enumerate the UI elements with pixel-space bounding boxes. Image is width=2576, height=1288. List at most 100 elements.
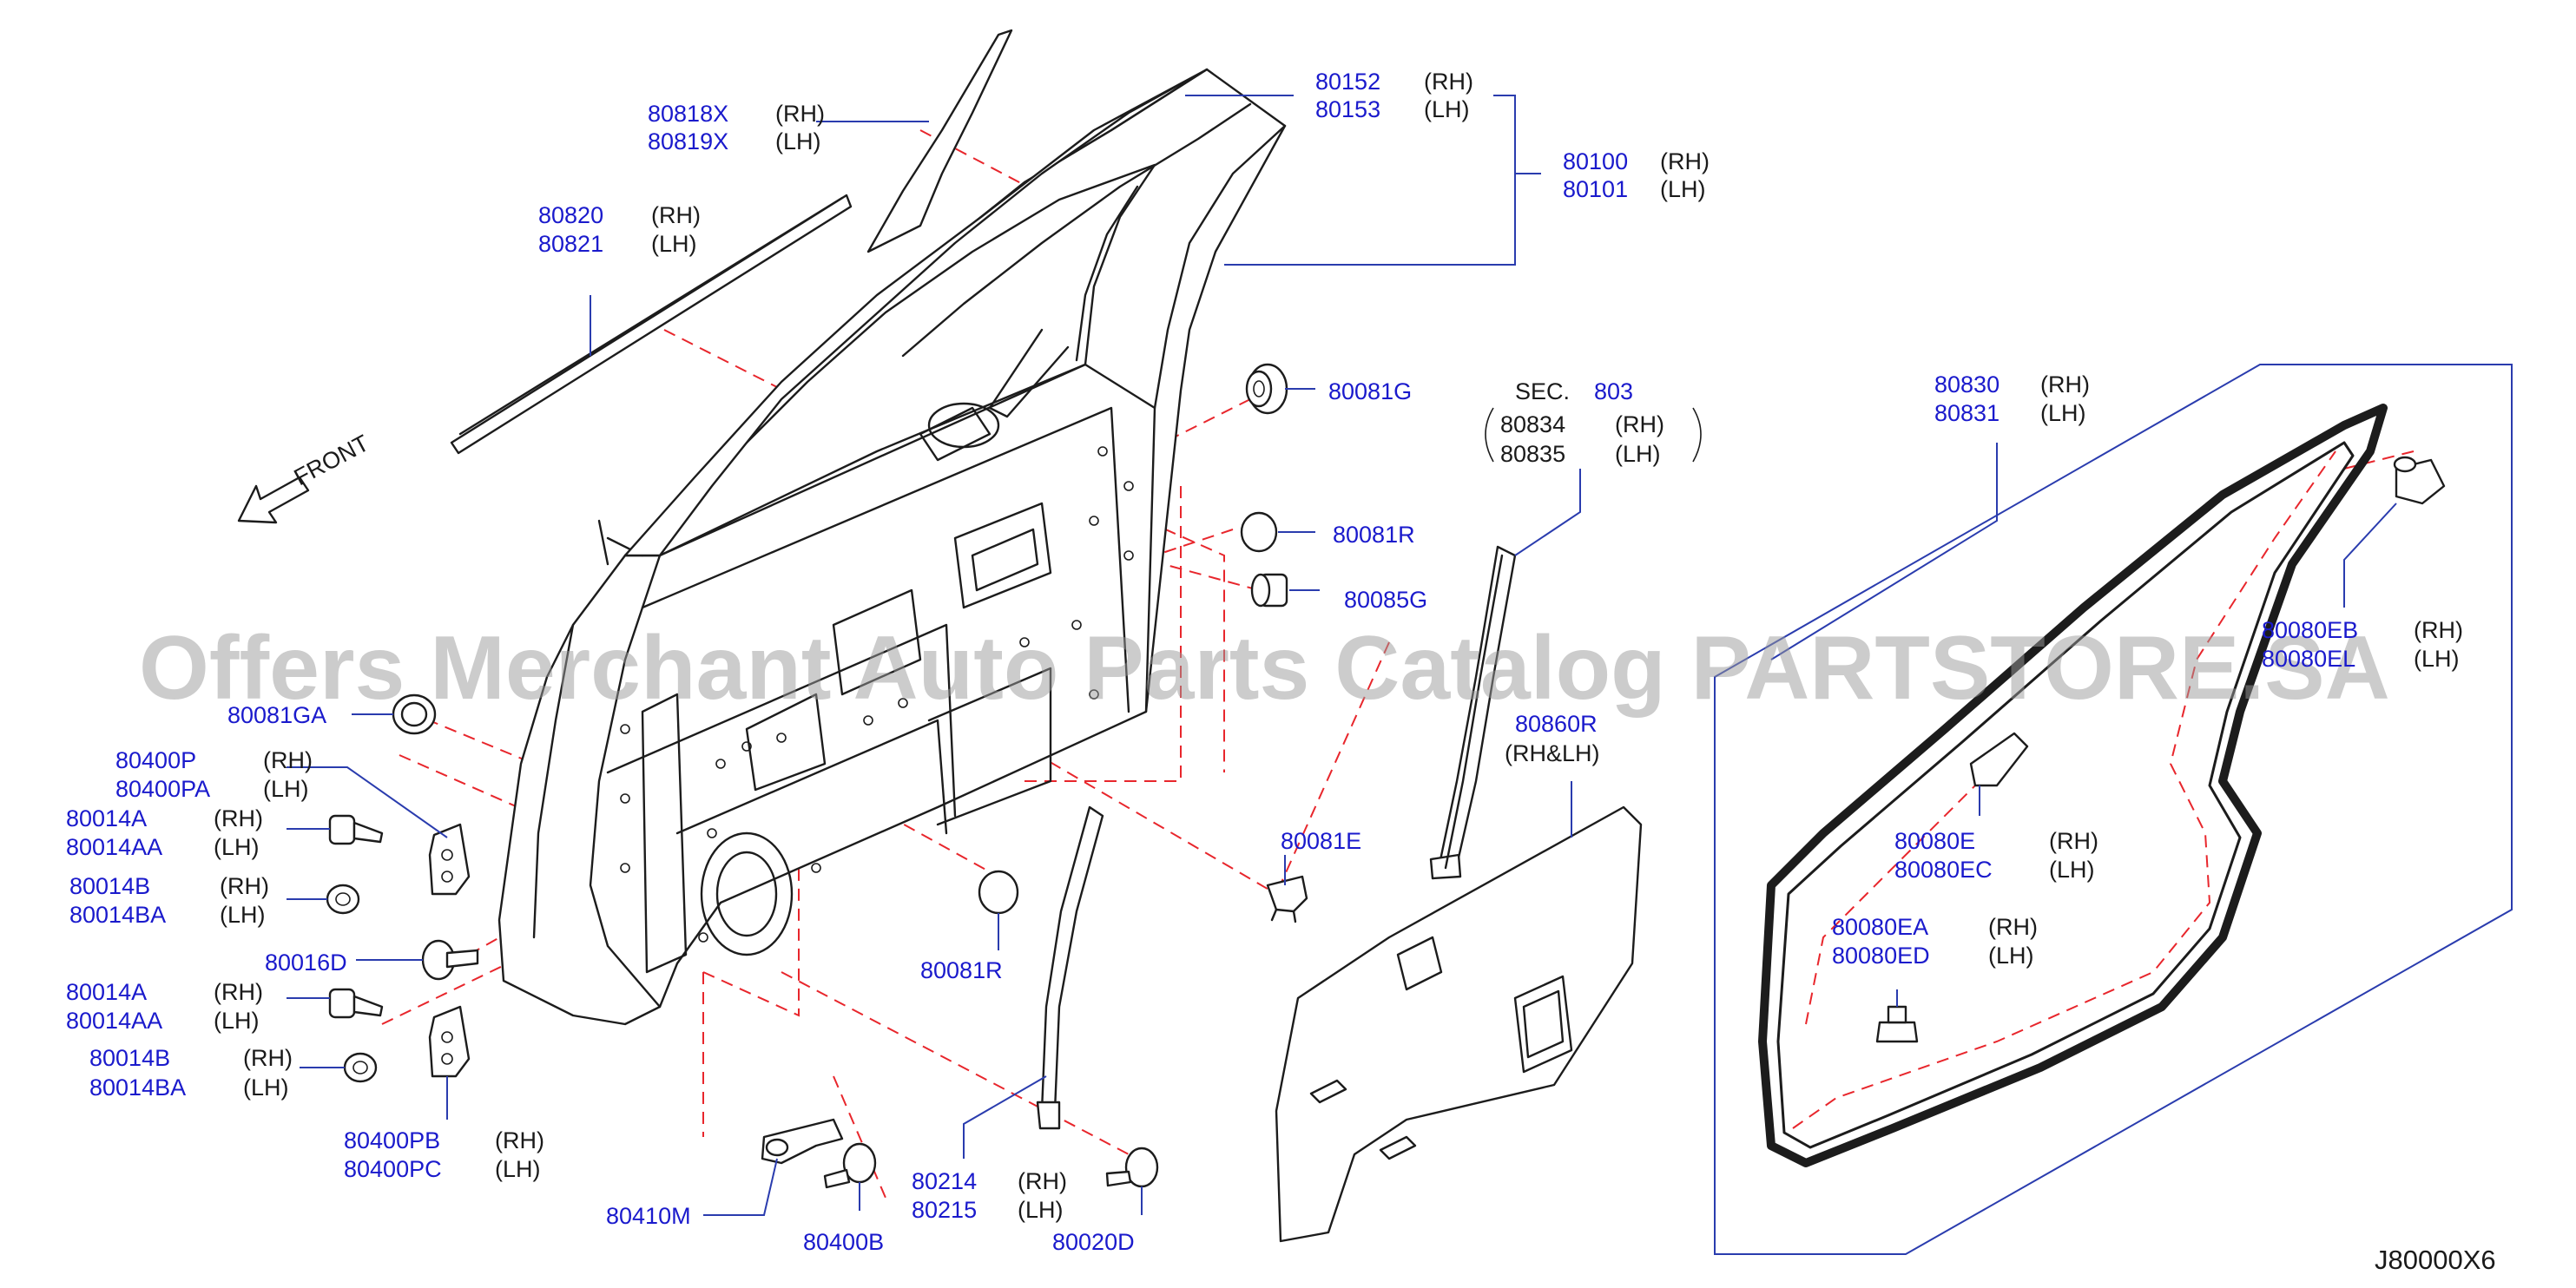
- side-80014AA-1: (LH): [214, 834, 260, 860]
- label-80080EB[interactable]: 80080EB: [2262, 617, 2358, 643]
- bolt-80014A-2-icon: [328, 988, 384, 1019]
- label-80014AA-2[interactable]: 80014AA: [66, 1008, 162, 1034]
- label-80830[interactable]: 80830: [1934, 371, 2000, 398]
- bolt-80014A-1-icon: [328, 814, 384, 845]
- grommet-80081G-icon: [1245, 363, 1288, 415]
- label-80016D[interactable]: 80016D: [265, 950, 347, 976]
- label-80400PA[interactable]: 80400PA: [115, 776, 210, 802]
- side-80830: (RH): [2040, 371, 2090, 398]
- diagram-code: J80000X6: [2375, 1245, 2496, 1275]
- label-80014BA-2[interactable]: 80014BA: [89, 1074, 186, 1101]
- sealing-screen: [1275, 805, 1643, 1243]
- side-80831: (LH): [2040, 400, 2086, 426]
- bumper-80085G-icon: [1250, 573, 1288, 608]
- plug-80081R2-icon: [978, 870, 1019, 915]
- label-80080EA[interactable]: 80080EA: [1832, 914, 1928, 940]
- label-80081G[interactable]: 80081G: [1328, 378, 1412, 404]
- sec-number[interactable]: 803: [1594, 378, 1633, 404]
- label-80214[interactable]: 80214: [912, 1168, 977, 1194]
- side-80080EC: (LH): [2049, 857, 2095, 883]
- label-80080EC[interactable]: 80080EC: [1894, 857, 1993, 883]
- label-80100[interactable]: 80100: [1563, 148, 1628, 174]
- side-80400PC: (LH): [495, 1156, 541, 1182]
- label-80819X[interactable]: 80819X: [648, 128, 728, 154]
- plug-80081R-icon: [1240, 511, 1278, 553]
- label-80014AA-1[interactable]: 80014AA: [66, 834, 162, 860]
- watermark: Offers Merchant Auto Parts Catalog PARTS…: [139, 618, 2390, 719]
- label-80153[interactable]: 80153: [1315, 96, 1380, 122]
- label-80152[interactable]: 80152: [1315, 69, 1380, 95]
- callout-leaders: [287, 95, 2397, 1216]
- side-80080EA: (RH): [1988, 914, 2038, 940]
- label-80835: 80835: [1500, 441, 1565, 467]
- label-80014A-1[interactable]: 80014A: [66, 805, 147, 831]
- front-label: FRONT: [290, 430, 373, 490]
- label-80400PC[interactable]: 80400PC: [344, 1156, 442, 1182]
- side-80014A-2: (RH): [214, 979, 263, 1005]
- label-80821[interactable]: 80821: [538, 231, 603, 257]
- label-80410M[interactable]: 80410M: [606, 1203, 691, 1229]
- label-80081R[interactable]: 80081R: [1333, 522, 1415, 548]
- side-80080ED: (LH): [1988, 943, 2034, 969]
- side-80080EL: (LH): [2414, 646, 2460, 672]
- door-panel-holes: [620, 446, 1134, 943]
- label-80400P[interactable]: 80400P: [115, 747, 196, 773]
- check-link-80410M: [761, 1118, 844, 1165]
- label-80014B-1[interactable]: 80014B: [69, 873, 150, 899]
- side-80215: (LH): [1018, 1197, 1064, 1223]
- label-80860R[interactable]: 80860R: [1515, 711, 1598, 737]
- hinge-upper-80400P: [428, 823, 471, 896]
- sec-bracket-left: [1485, 407, 1494, 463]
- side-80400PA: (LH): [263, 776, 309, 802]
- label-80215[interactable]: 80215: [912, 1197, 977, 1223]
- label-80400PB[interactable]: 80400PB: [344, 1127, 440, 1153]
- side-80818X: (RH): [775, 101, 825, 127]
- label-80081E[interactable]: 80081E: [1281, 828, 1361, 854]
- side-80400PB: (RH): [495, 1127, 544, 1153]
- label-80818X[interactable]: 80818X: [648, 101, 728, 127]
- side-80834: (RH): [1615, 411, 1664, 437]
- label-80085G[interactable]: 80085G: [1344, 587, 1427, 613]
- side-80014BA-2: (LH): [243, 1074, 289, 1101]
- side-80080EB: (RH): [2414, 617, 2463, 643]
- label-80400B[interactable]: 80400B: [803, 1229, 884, 1255]
- label-80080ED[interactable]: 80080ED: [1832, 943, 1930, 969]
- label-80081R-2[interactable]: 80081R: [920, 957, 1003, 983]
- label-80014B-2[interactable]: 80014B: [89, 1045, 170, 1071]
- side-80100: (RH): [1660, 148, 1710, 174]
- weatherstrip-80830: [1758, 404, 2388, 1167]
- side-80101: (LH): [1660, 176, 1706, 202]
- bolt-80016D-icon: [421, 939, 479, 981]
- outer-panel-80152: [623, 68, 1209, 557]
- label-80014A-2[interactable]: 80014A: [66, 979, 147, 1005]
- label-80820[interactable]: 80820: [538, 202, 603, 228]
- clip-80080EB-icon: [2393, 456, 2446, 505]
- label-80020D[interactable]: 80020D: [1052, 1229, 1135, 1255]
- sec-bracket-right: [1692, 407, 1702, 463]
- label-80081GA[interactable]: 80081GA: [227, 702, 326, 728]
- front-arrow-icon: [237, 476, 310, 524]
- channel-80214: [1036, 805, 1104, 1130]
- label-80831[interactable]: 80831: [1934, 400, 2000, 426]
- label-80080EL[interactable]: 80080EL: [2262, 646, 2355, 672]
- side-80014BA-1: (LH): [220, 902, 266, 928]
- bolt-80400B-icon: [823, 1142, 877, 1189]
- label-80101[interactable]: 80101: [1563, 176, 1628, 202]
- side-80835: (LH): [1615, 441, 1661, 467]
- side-80080E: (RH): [2049, 828, 2098, 854]
- side-80820: (RH): [651, 202, 701, 228]
- sash-80818X: [866, 29, 1013, 253]
- side-80014A-1: (RH): [214, 805, 263, 831]
- clip-80080EA-icon: [1875, 1005, 1919, 1043]
- hinge-lower-80400PB: [428, 1005, 471, 1078]
- side-80214: (RH): [1018, 1168, 1067, 1194]
- bolt-80020D-icon: [1105, 1147, 1159, 1188]
- label-80080E[interactable]: 80080E: [1894, 828, 1975, 854]
- molding-80820: [450, 194, 853, 455]
- weatherstrip-frame: [1714, 364, 2513, 1255]
- side-80014B-2: (RH): [243, 1045, 293, 1071]
- side-80014B-1: (RH): [220, 873, 269, 899]
- clip-80080E-icon: [1969, 732, 2029, 787]
- label-80014BA-1[interactable]: 80014BA: [69, 902, 166, 928]
